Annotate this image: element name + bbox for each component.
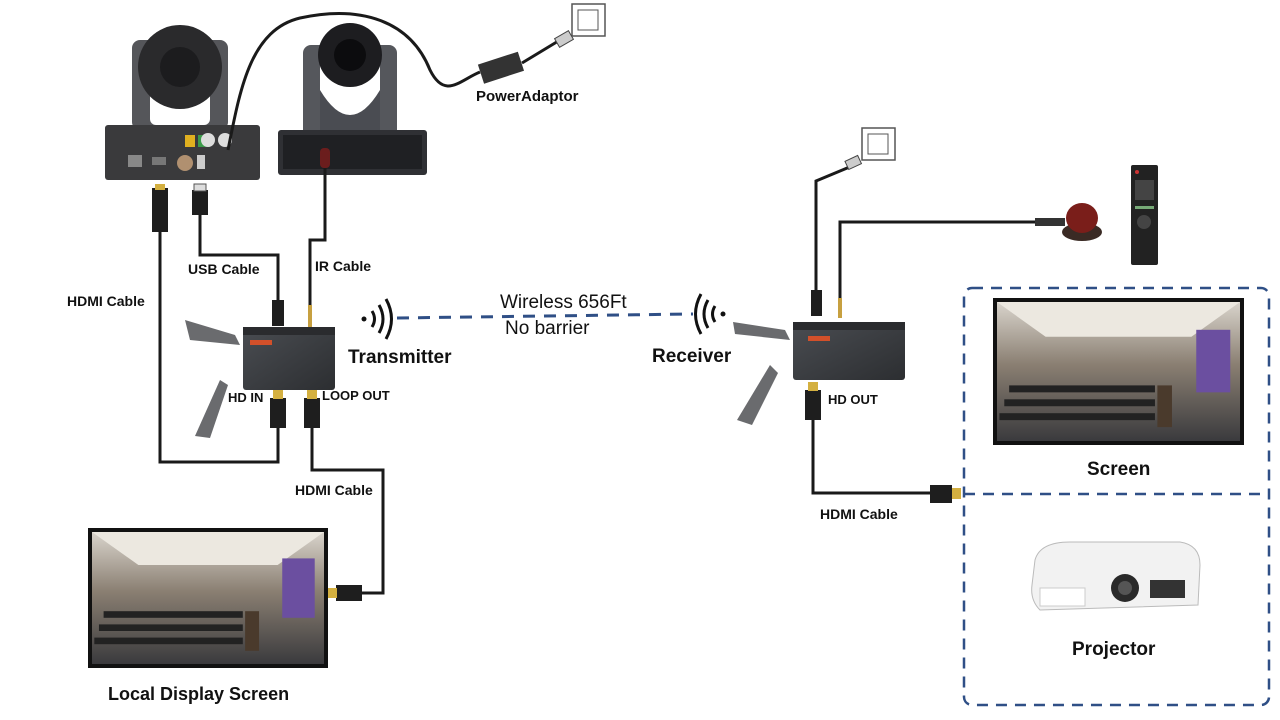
wireless-signal-tx-icon bbox=[361, 298, 393, 340]
receiver-device bbox=[733, 322, 905, 425]
ir-cable-label: IR Cable bbox=[315, 258, 371, 274]
local-display-screen-icon bbox=[88, 528, 328, 668]
usb-cable-label: USB Cable bbox=[188, 261, 260, 277]
power-outlet-icon bbox=[861, 127, 896, 161]
power-outlet-icon bbox=[571, 3, 606, 37]
antenna-icon bbox=[737, 365, 778, 425]
power-adaptor-icon bbox=[477, 51, 525, 84]
hdmi-in-connector-icon bbox=[270, 398, 286, 428]
projector-label: Projector bbox=[1072, 639, 1156, 660]
no-barrier-label: No barrier bbox=[505, 318, 590, 339]
hdmi-loop-connector-icon bbox=[304, 398, 320, 428]
wireless-range-label: Wireless 656Ft bbox=[500, 292, 627, 313]
remote-control-icon bbox=[1131, 165, 1158, 265]
transmitter-device bbox=[185, 320, 335, 438]
antenna-icon bbox=[185, 320, 240, 345]
projector-icon bbox=[1031, 541, 1201, 611]
usb-c-connector-icon bbox=[811, 290, 822, 316]
ir-emitter-icon bbox=[320, 148, 330, 168]
usb-connector-icon bbox=[192, 190, 208, 215]
transmitter-label: Transmitter bbox=[348, 347, 452, 368]
usb-c-connector-icon bbox=[272, 300, 284, 326]
hdmi-connector-icon bbox=[336, 585, 362, 601]
wireless-signal-rx-icon bbox=[694, 293, 726, 335]
power-adaptor-label: PowerAdaptor bbox=[476, 88, 579, 105]
hdmi-cable-receiver-label: HDMI Cable bbox=[820, 506, 898, 522]
ir-sensor-icon bbox=[1035, 203, 1102, 241]
hd-in-label: HD IN bbox=[228, 390, 263, 405]
ptz-camera-rear-icon bbox=[105, 25, 260, 180]
antenna-icon bbox=[195, 380, 228, 438]
screen-icon bbox=[993, 298, 1244, 445]
antenna-icon bbox=[733, 322, 790, 340]
hdmi-connector-icon bbox=[152, 188, 168, 232]
local-display-label: Local Display Screen bbox=[108, 684, 289, 704]
loop-out-label: LOOP OUT bbox=[322, 388, 390, 403]
hdmi-cable-camera-label: HDMI Cable bbox=[67, 293, 145, 309]
wireless-link-line bbox=[396, 312, 694, 320]
power-plug-icon bbox=[553, 29, 575, 49]
receiver-label: Receiver bbox=[652, 346, 732, 367]
output-devices-group bbox=[962, 286, 1271, 707]
hd-out-label: HD OUT bbox=[828, 392, 878, 407]
hdmi-out-connector-icon bbox=[805, 390, 821, 420]
ptz-camera-front-icon bbox=[278, 23, 427, 175]
hdmi-connector-icon bbox=[930, 485, 952, 503]
screen-label: Screen bbox=[1087, 459, 1150, 480]
hdmi-cable-local-label: HDMI Cable bbox=[295, 482, 373, 498]
